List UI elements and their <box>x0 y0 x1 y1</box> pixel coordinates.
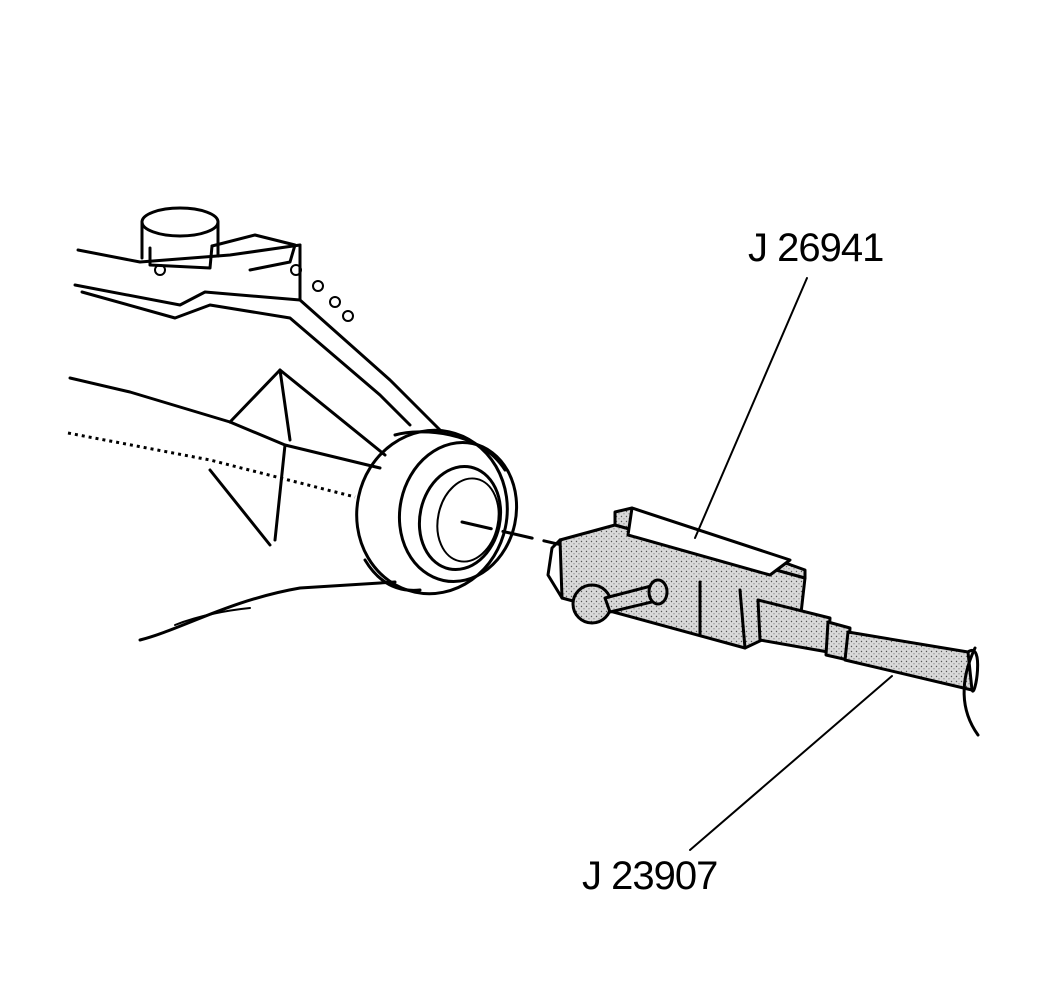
axle-housing <box>67 206 442 642</box>
leader-line-remover <box>694 277 808 539</box>
slide-hammer <box>756 598 980 737</box>
leader-line-slide-hammer <box>689 675 893 851</box>
alignment-line <box>460 520 577 550</box>
seal-remover-tool <box>546 506 807 650</box>
axle-seal-bore <box>355 428 519 596</box>
callout-remover-tool: J 26941 <box>748 226 884 270</box>
callout-slide-hammer: J 23907 <box>582 854 718 898</box>
